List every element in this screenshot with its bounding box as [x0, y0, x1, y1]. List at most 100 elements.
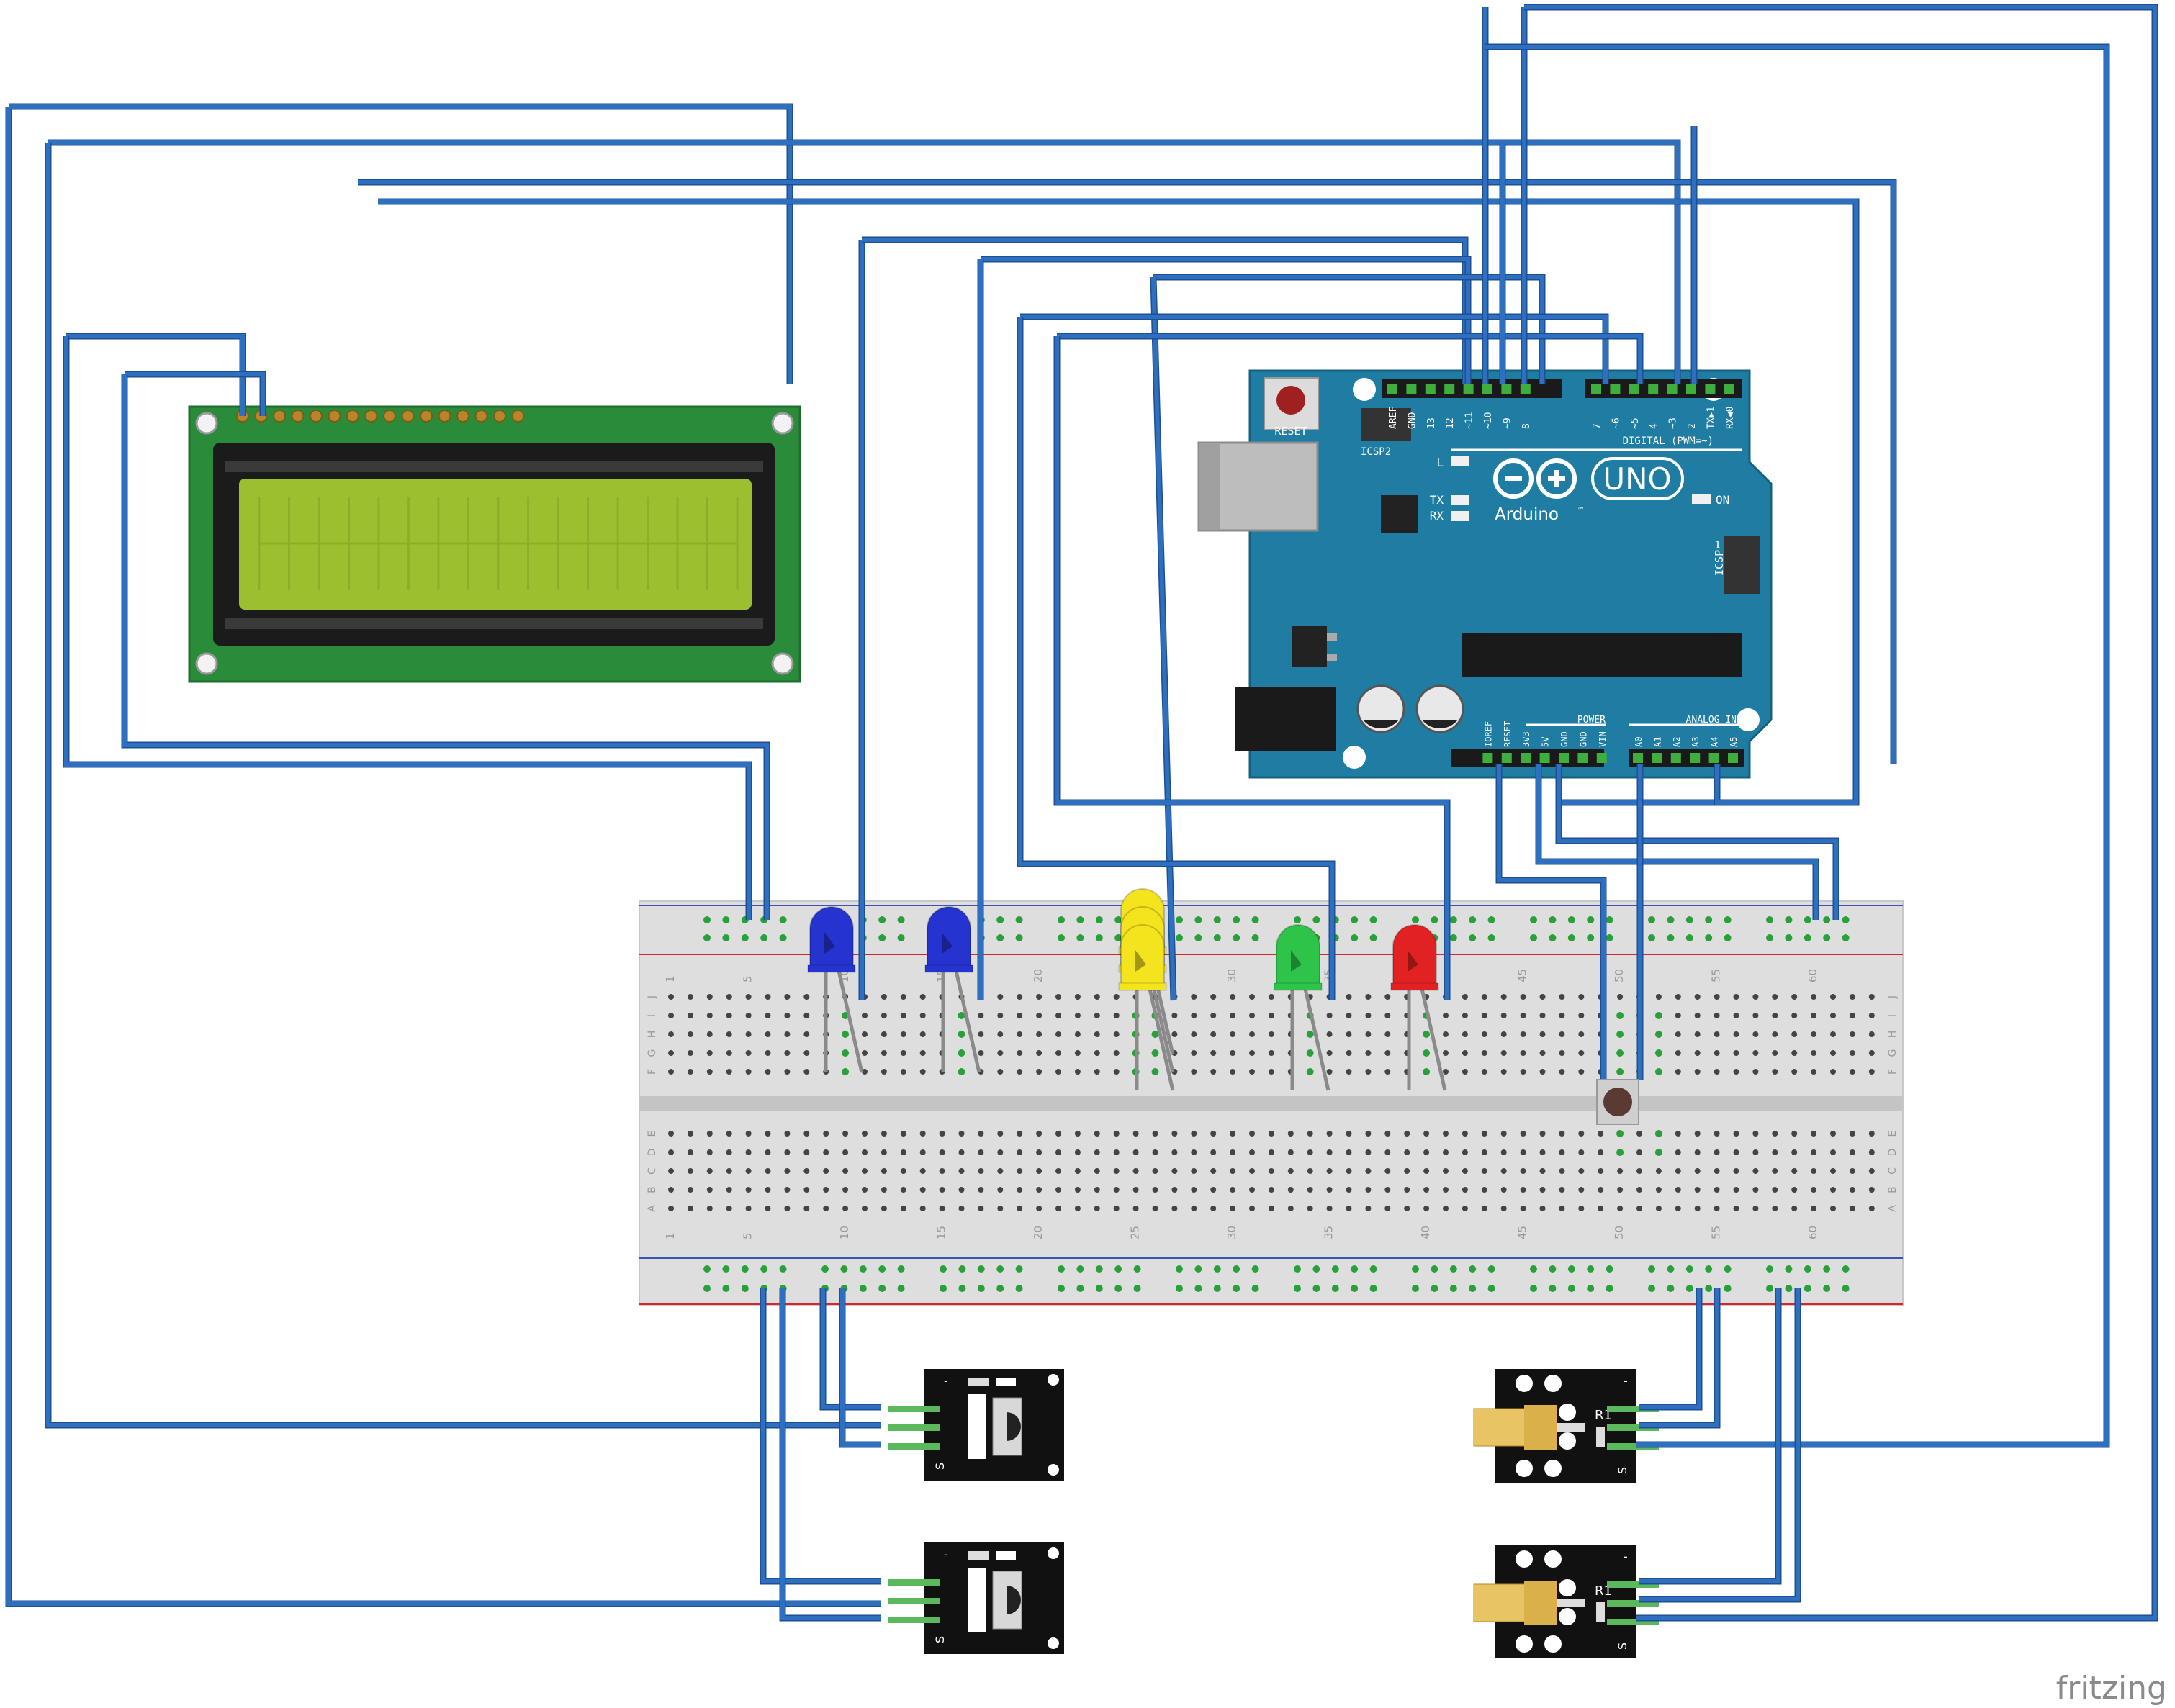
- rail-hole: [1015, 916, 1023, 923]
- mount-hole: [1559, 1404, 1576, 1421]
- breadboard-hole: [765, 1168, 771, 1174]
- rail-hole: [878, 916, 886, 923]
- breadboard-hole: [1152, 1149, 1158, 1155]
- breadboard-hole: [784, 1069, 791, 1075]
- rail-hole: [1133, 1265, 1141, 1273]
- lcd-pin: [383, 410, 396, 423]
- breadboard-hole: [1559, 1187, 1565, 1193]
- breadboard-hole: [1752, 1187, 1759, 1193]
- rail-hole: [1351, 1285, 1359, 1292]
- breadboard-hole: [745, 1149, 752, 1155]
- breadboard-hole: [1074, 994, 1081, 1000]
- rail-hole: [1213, 916, 1221, 923]
- breadboard-hole: [1578, 994, 1585, 1000]
- breadboard-hole: [706, 1050, 713, 1056]
- rail-hole: [1705, 916, 1713, 923]
- breadboard-hole: [1500, 1069, 1507, 1075]
- mount-hole: [1544, 1460, 1562, 1477]
- wire: [378, 199, 1858, 805]
- breadboard-hole: [1423, 1149, 1430, 1155]
- breadboard-hole: [1171, 1013, 1178, 1018]
- row-letter: D: [1887, 1149, 1899, 1157]
- breadboard-hole: [1811, 1131, 1817, 1137]
- breadboard-hole: [1616, 1130, 1624, 1137]
- breadboard-hole: [1036, 1031, 1043, 1037]
- breadboard-hole: [1654, 1068, 1662, 1075]
- breadboard-hole: [1772, 1149, 1778, 1155]
- breadboard-hole: [958, 1187, 965, 1193]
- row-letter: A: [647, 1205, 658, 1212]
- breadboard-hole: [784, 1013, 791, 1018]
- breadboard-hole: [1055, 1206, 1061, 1211]
- header-pin: [1667, 384, 1678, 394]
- module-pin: [888, 1406, 940, 1412]
- breadboard-hole: [1849, 1031, 1855, 1037]
- breadboard-hole: [1171, 1131, 1178, 1137]
- breadboard-hole: [1036, 1131, 1043, 1137]
- breadboard-hole: [1113, 994, 1120, 1000]
- breadboard-hole: [1287, 1131, 1294, 1137]
- header-pin: [1728, 753, 1738, 763]
- wire: [125, 372, 265, 416]
- breadboard-hole: [862, 1069, 868, 1075]
- breadboard-hole: [706, 1069, 713, 1075]
- lcd-character-grid: [258, 497, 739, 590]
- breadboard-hole: [1210, 1206, 1217, 1211]
- breadboard-hole: [1868, 1050, 1875, 1056]
- breadboard-hole: [687, 1187, 693, 1193]
- breadboard-hole: [1191, 1206, 1197, 1211]
- rail-hole: [1213, 934, 1221, 941]
- breadboard-hole: [1113, 1131, 1120, 1137]
- rail-hole: [1587, 916, 1595, 923]
- breadboard-hole: [1326, 1187, 1333, 1193]
- breadboard-hole: [1423, 1168, 1430, 1174]
- breadboard-hole: [1191, 1149, 1197, 1155]
- header-pin: [1539, 753, 1550, 763]
- header-pin: [1690, 753, 1701, 763]
- pin-label: RX◀0: [1725, 407, 1736, 429]
- wire: [1715, 764, 1836, 805]
- wire: [1485, 45, 2109, 1447]
- breadboard-hole: [978, 1187, 984, 1193]
- breadboard-hole: [978, 1206, 984, 1211]
- breadboard-hole: [1714, 1031, 1720, 1037]
- rail-hole: [1705, 1285, 1713, 1292]
- breadboard-hole: [1811, 1149, 1817, 1155]
- breadboard-hole: [1849, 1013, 1855, 1018]
- breadboard-hole: [803, 1187, 810, 1193]
- breadboard-hole: [1654, 1130, 1662, 1137]
- breadboard-hole: [1307, 1131, 1313, 1137]
- row-letter: B: [1887, 1186, 1899, 1193]
- breadboard-hole: [1249, 1206, 1255, 1211]
- breadboard-hole: [978, 1168, 984, 1174]
- breadboard-hole: [1617, 994, 1624, 1000]
- led-rim: [924, 964, 973, 973]
- breadboard-hole: [997, 1206, 1004, 1211]
- breadboard-hole: [1772, 1206, 1778, 1211]
- breadboard-hole: [668, 994, 674, 1000]
- breadboard-hole: [1191, 1069, 1197, 1075]
- breadboard-hole: [784, 994, 791, 1000]
- breadboard-hole: [1559, 1013, 1565, 1018]
- row-letter: C: [1887, 1167, 1899, 1175]
- rail-hole: [1294, 1265, 1301, 1273]
- breadboard-hole: [1268, 1069, 1274, 1075]
- breadboard-hole: [1617, 1206, 1624, 1211]
- breadboard-hole: [726, 1069, 732, 1075]
- on-led-label: ON: [1716, 493, 1729, 507]
- breadboard-hole: [881, 1069, 887, 1075]
- rail-hole: [1294, 1285, 1301, 1292]
- rail-hole: [958, 1265, 966, 1273]
- breadboard-hole: [1539, 1069, 1546, 1075]
- wire: [840, 1288, 881, 1447]
- rail-hole: [1294, 916, 1301, 923]
- rail-hole: [760, 934, 768, 941]
- breadboard-hole: [900, 1050, 906, 1056]
- rail-hole: [1667, 916, 1675, 923]
- breadboard-hole: [726, 1149, 732, 1155]
- breadboard-hole: [1714, 1050, 1720, 1056]
- breadboard-hole: [1655, 994, 1662, 1000]
- column-number: 5: [742, 975, 755, 982]
- breadboard-hole: [1675, 1131, 1681, 1137]
- breadboard-hole: [1791, 1149, 1798, 1155]
